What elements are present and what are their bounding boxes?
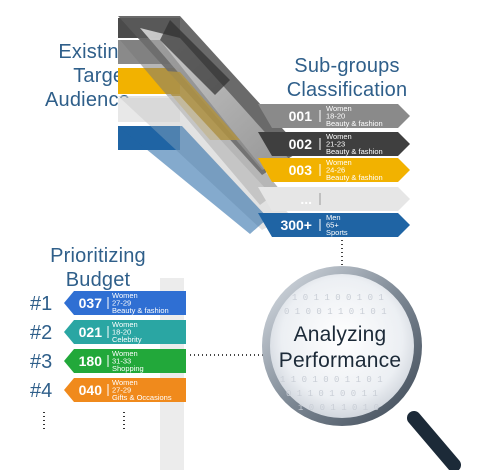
budget-ribbon [64, 320, 186, 344]
existing-word: Existing [58, 41, 130, 63]
budget-code: 040 [79, 382, 103, 398]
budget-detail-line: 18-20 [112, 328, 131, 337]
subgroup-ribbon [258, 158, 410, 182]
budget-rank: #1 [30, 293, 52, 315]
svg-text:1 0 0 1 1 0 1 0: 1 0 0 1 1 0 1 0 [298, 403, 379, 413]
existing-target-audience-label: Existing Target Audience [6, 40, 130, 112]
budget-detail-line: Women [112, 378, 138, 387]
subgroup-row: ... [258, 187, 410, 211]
subgroup-detail-line: Women [326, 104, 352, 113]
budget-detail-line: Gifts & Occasions [112, 393, 172, 402]
subgroup-detail-line: 24-26 [326, 166, 345, 175]
target-word: Target [73, 65, 130, 87]
subgroups-word: Sub-groups [294, 55, 400, 77]
subgroup-ribbon [258, 104, 410, 128]
subgroup-detail-line: Beauty & fashion [326, 147, 383, 156]
subgroup-detail-line: Beauty & fashion [326, 173, 383, 182]
subgroup-code: 300+ [280, 217, 312, 233]
subgroup-detail-line: 21-23 [326, 140, 345, 149]
subgroup-ribbon [258, 187, 410, 211]
budget-code: 180 [79, 353, 103, 369]
svg-text:1 0 1 1 0 0 1 0 1: 1 0 1 1 0 0 1 0 1 [292, 293, 384, 303]
magnifier-handle [407, 411, 461, 470]
prioritizing-word: Prioritizing [50, 245, 146, 267]
subgroup-detail-line: Sports [326, 228, 348, 237]
budget-detail-line: Women [112, 291, 138, 300]
budget-ribbon [64, 291, 186, 315]
svg-text:0 1 0 0 1 1 0 1 0 1: 0 1 0 0 1 1 0 1 0 1 [284, 307, 387, 317]
subgroup-code: ... [300, 191, 312, 207]
budget-detail-line: Shopping [112, 364, 144, 373]
audience-word: Audience [45, 89, 130, 111]
subgroup-detail-line: Women [326, 132, 352, 141]
svg-text:1 1 0 1 0 0 1 1 0 1: 1 1 0 1 0 0 1 1 0 1 [280, 375, 383, 385]
subgroup-code: 002 [289, 136, 313, 152]
subgroup-detail-line: 18-20 [326, 112, 345, 121]
subgroup-detail-line: Women [326, 158, 352, 167]
subgroups-classification-label: Sub-groups Classification [264, 54, 430, 102]
classification-word: Classification [286, 79, 408, 101]
budget-detail-line: Women [112, 320, 138, 329]
budget-code: 021 [79, 324, 103, 340]
budget-ribbon [64, 378, 186, 402]
magnifier-lens [270, 274, 414, 418]
prioritizing-budget-label: Prioritizing Budget [30, 244, 166, 292]
subgroup-detail-line: Beauty & fashion [326, 119, 383, 128]
budget-detail-line: 31-33 [112, 357, 131, 366]
subgroup-ribbon [258, 132, 410, 156]
budget-rank: #2 [30, 322, 52, 344]
binary-texture: 1 0 1 1 0 0 1 0 1 0 1 0 0 1 1 0 1 0 1 1 … [280, 293, 387, 413]
budget-rank: #4 [30, 380, 52, 402]
subgroup-ribbon [258, 213, 410, 237]
svg-text:0 1 1 0 1 0 0 1 1: 0 1 1 0 1 0 0 1 1 [286, 389, 378, 399]
performance-word: Performance [278, 349, 402, 372]
budget-rank: #3 [30, 351, 52, 373]
budget-detail-line: 27-29 [112, 386, 131, 395]
analyzing-word: Analyzing [293, 323, 387, 346]
subgroup-code: 003 [289, 162, 313, 178]
budget-detail-line: Women [112, 349, 138, 358]
budget-code: 037 [79, 295, 103, 311]
subgroup-detail-line: Men [326, 213, 341, 222]
magnifier-icon: 1 0 1 1 0 0 1 0 1 0 1 0 0 1 1 0 1 0 1 1 … [262, 266, 461, 470]
subgroup-code: 001 [289, 108, 313, 124]
budget-detail-line: 27-29 [112, 299, 131, 308]
budget-ribbon [64, 349, 186, 373]
subgroup-detail-line: 65+ [326, 221, 339, 230]
budget-detail-line: Beauty & fashion [112, 306, 169, 315]
folded-ribbon [118, 16, 302, 234]
analyzing-performance-label: Analyzing Performance [262, 322, 418, 374]
budget-detail-line: Celebrity [112, 335, 142, 344]
budget-word: Budget [65, 269, 131, 291]
